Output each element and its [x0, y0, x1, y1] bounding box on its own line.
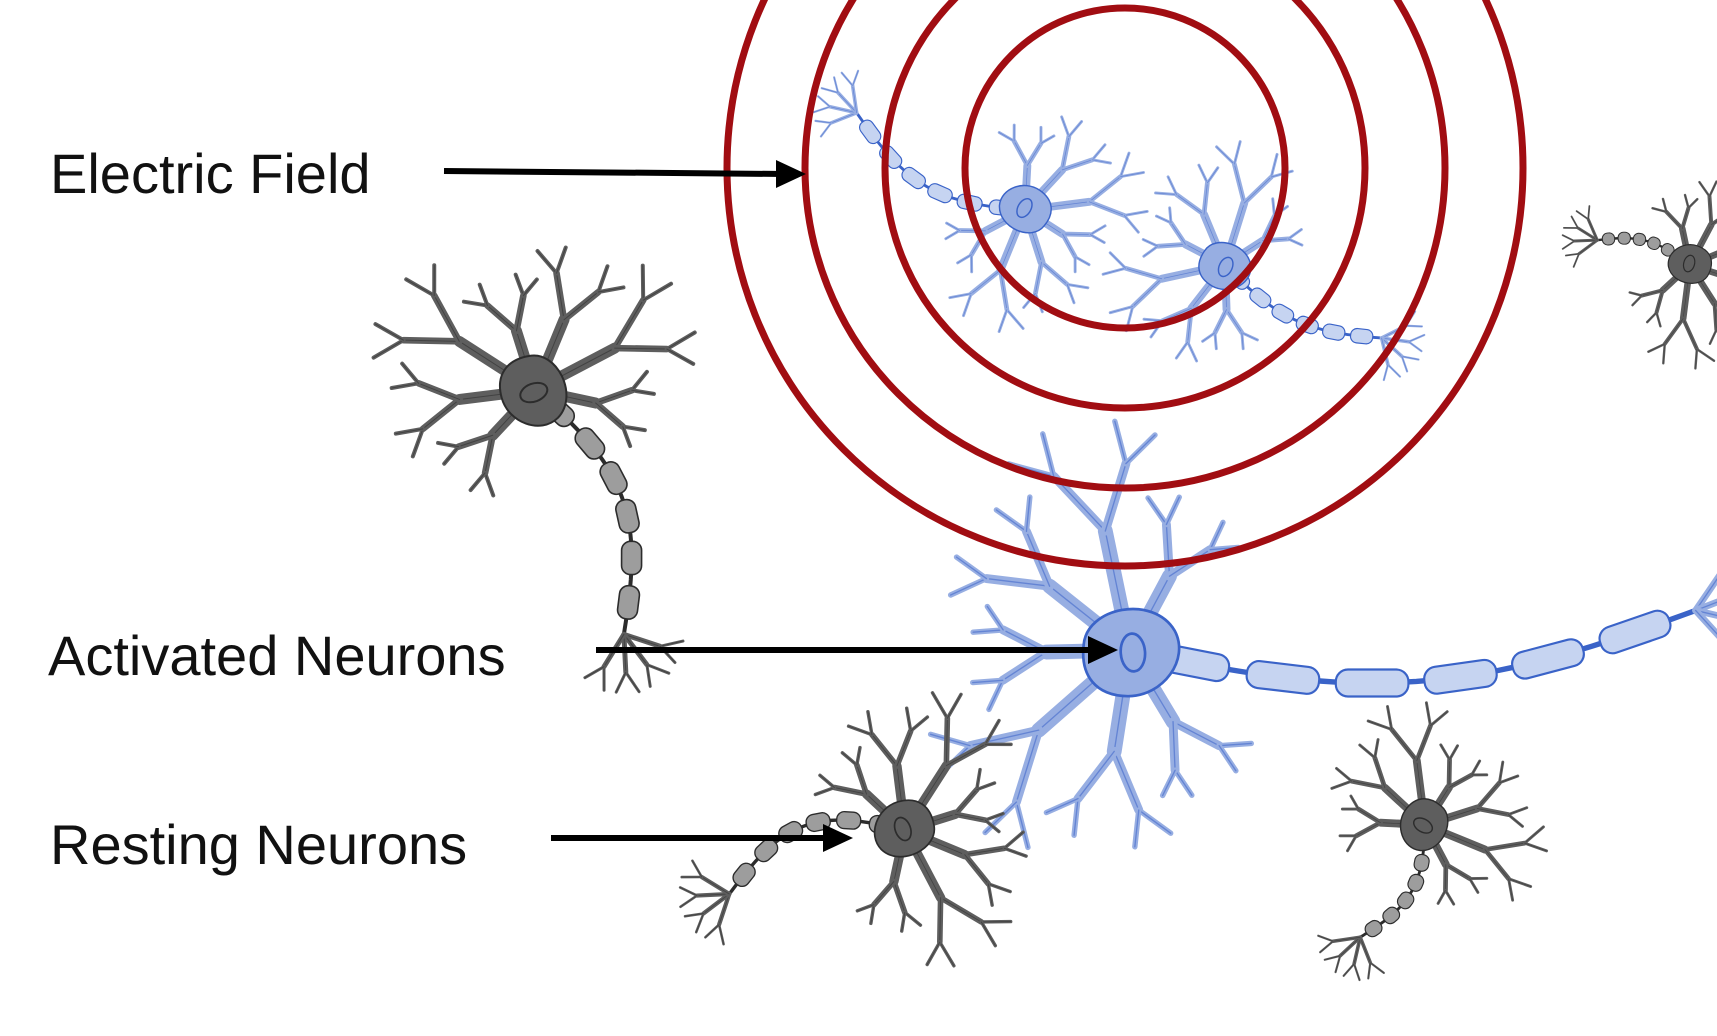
resting-neuron-upper-left: [371, 245, 697, 694]
field-ring-3: [801, 0, 1449, 492]
resting-neuron-bottom: [678, 691, 1028, 968]
resting-neuron-far-right: [1561, 180, 1717, 370]
activated-neuron-large: [927, 418, 1717, 851]
activated-neurons-arrow: [596, 636, 1118, 664]
electric-field-label: Electric Field: [50, 142, 371, 205]
neurons-layer: [371, 69, 1717, 982]
electric-field-arrow: [443, 160, 806, 188]
resting-neurons-arrow: [551, 824, 853, 852]
field-ring-4: [723, 0, 1527, 570]
electric-field-rings: [723, 0, 1527, 570]
field-ring-2: [881, 0, 1369, 412]
activated-neuron-mid: [1101, 140, 1426, 382]
arrows-layer: [443, 160, 1118, 852]
resting-neurons-label: Resting Neurons: [50, 813, 468, 876]
activated-neuron-top: [812, 69, 1149, 334]
activated-neurons-label: Activated Neurons: [48, 624, 506, 687]
field-ring-1: [961, 4, 1289, 332]
resting-neuron-bottom-right: [1317, 701, 1549, 982]
